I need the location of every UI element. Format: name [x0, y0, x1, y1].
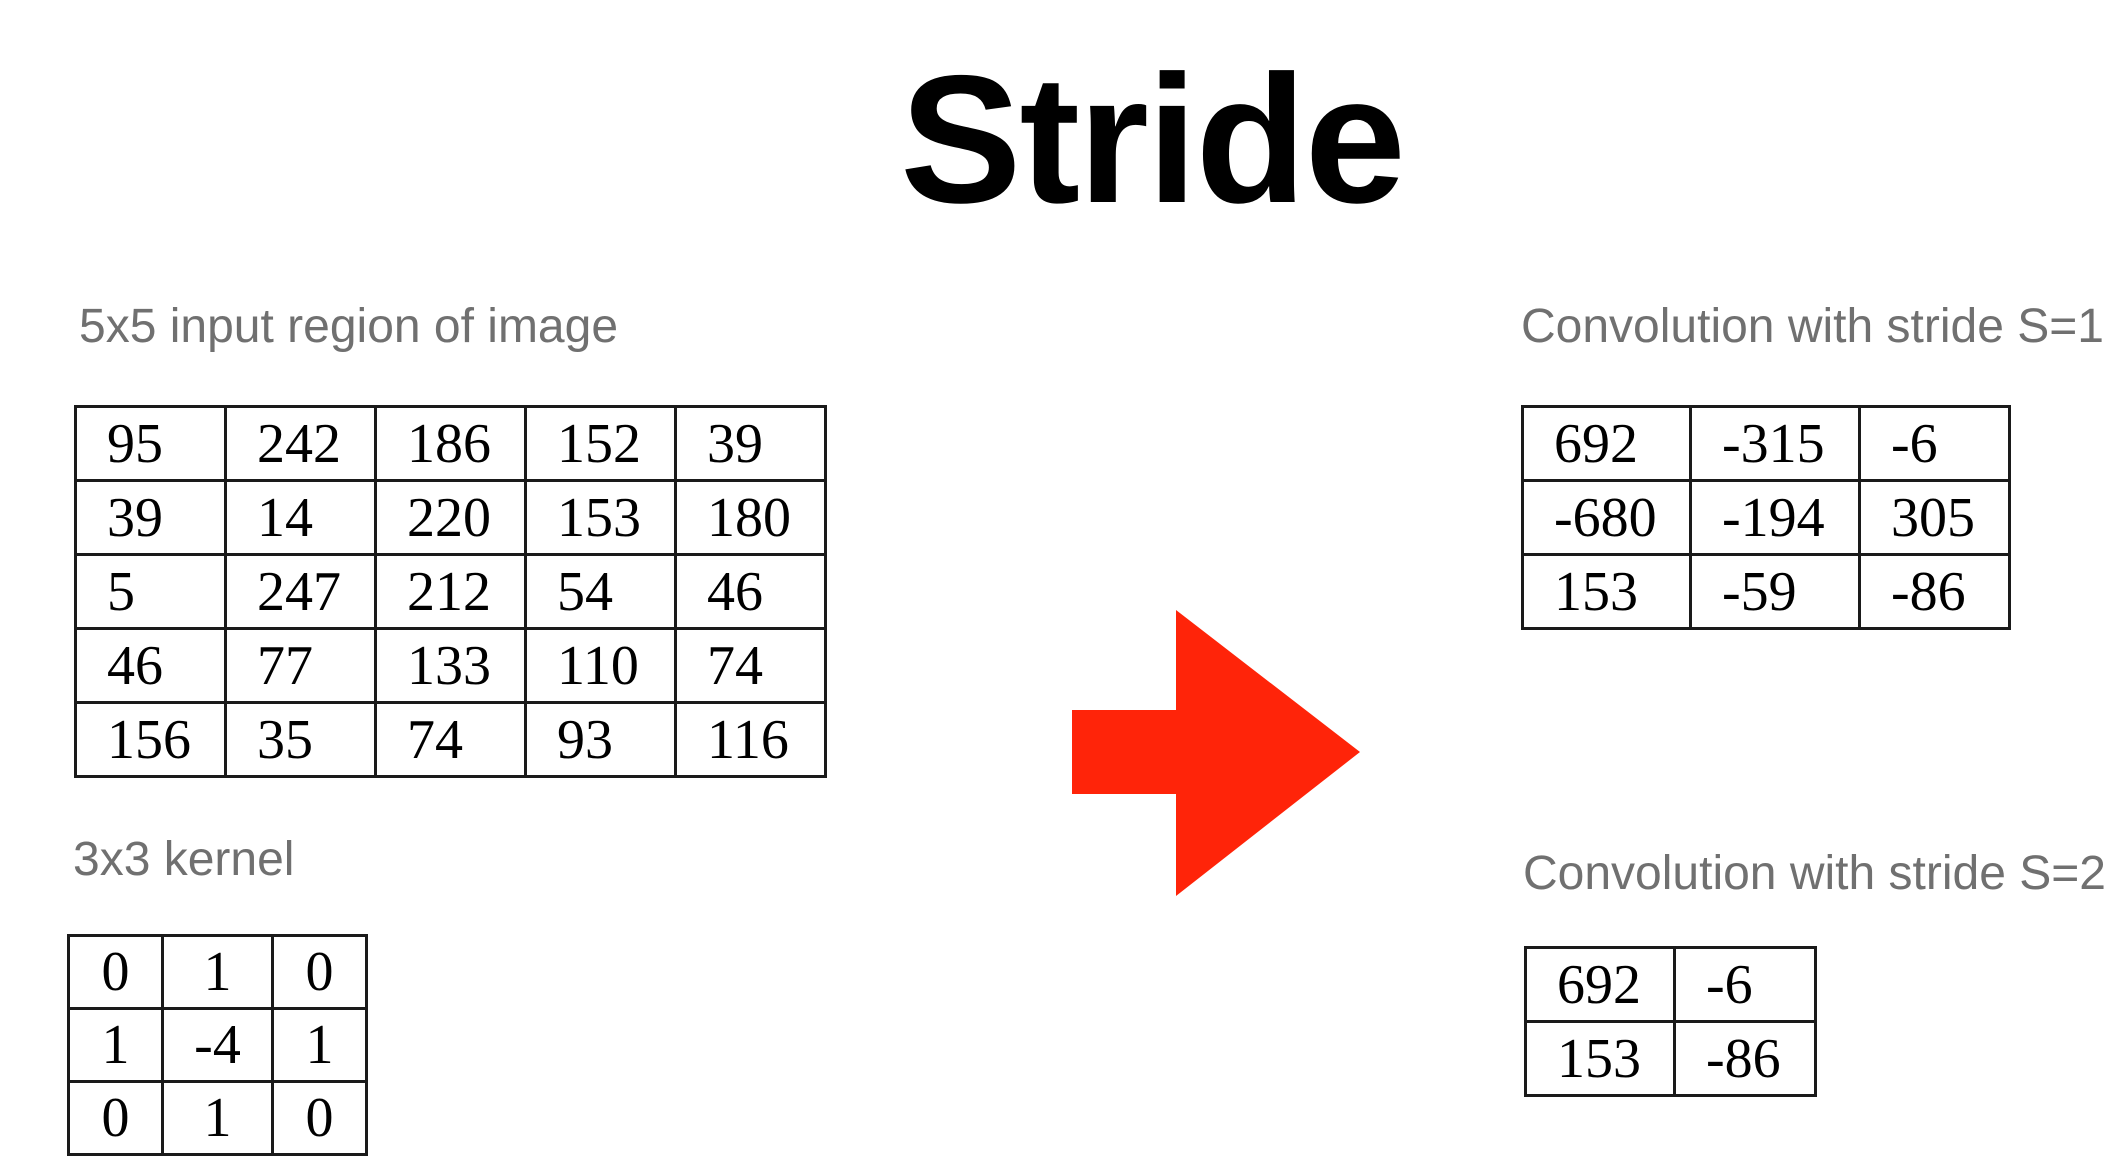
matrix-row: 0 1 0	[67, 1080, 368, 1156]
stride1-output-matrix: 692 -315 -6 -680 -194 305 153 -59 -86	[1521, 405, 2011, 630]
matrix-cell: 116	[674, 701, 827, 778]
matrix-cell: 35	[224, 701, 377, 778]
matrix-cell: 180	[674, 479, 827, 556]
matrix-cell: 1	[67, 1007, 164, 1083]
matrix-cell: -194	[1689, 479, 1861, 556]
matrix-cell: 212	[374, 553, 527, 630]
matrix-row: 156 35 74 93 116	[74, 701, 827, 778]
matrix-cell: 186	[374, 405, 527, 482]
matrix-row: 39 14 220 153 180	[74, 479, 827, 556]
matrix-cell: -86	[1673, 1020, 1817, 1097]
matrix-cell: 1	[161, 934, 274, 1010]
matrix-cell: 242	[224, 405, 377, 482]
matrix-row: 5 247 212 54 46	[74, 553, 827, 630]
matrix-cell: 54	[524, 553, 677, 630]
matrix-cell: 1	[161, 1080, 274, 1156]
matrix-cell: 0	[271, 1080, 368, 1156]
matrix-cell: 1	[271, 1007, 368, 1083]
matrix-row: 0 1 0	[67, 934, 368, 1010]
stride2-output-matrix: 692 -6 153 -86	[1524, 946, 1817, 1097]
matrix-cell: -4	[161, 1007, 274, 1083]
matrix-cell: 93	[524, 701, 677, 778]
matrix-row: -680 -194 305	[1521, 479, 2011, 556]
matrix-cell: -59	[1689, 553, 1861, 630]
matrix-row: 95 242 186 152 39	[74, 405, 827, 482]
matrix-cell: 14	[224, 479, 377, 556]
matrix-row: 153 -59 -86	[1521, 553, 2011, 630]
matrix-cell: 153	[524, 479, 677, 556]
matrix-cell: -6	[1673, 946, 1817, 1023]
matrix-cell: 153	[1521, 553, 1692, 630]
matrix-cell: 153	[1524, 1020, 1676, 1097]
input-caption: 5x5 input region of image	[79, 300, 619, 353]
matrix-cell: -680	[1521, 479, 1692, 556]
matrix-row: 153 -86	[1524, 1020, 1817, 1097]
matrix-cell: -6	[1858, 405, 2011, 482]
matrix-cell: -86	[1858, 553, 2011, 630]
stride1-caption: Convolution with stride S=1	[1521, 300, 2104, 353]
right-arrow-icon	[1072, 610, 1360, 896]
matrix-cell: 95	[74, 405, 227, 482]
matrix-row: 692 -315 -6	[1521, 405, 2011, 482]
matrix-cell: 305	[1858, 479, 2011, 556]
matrix-row: 1 -4 1	[67, 1007, 368, 1083]
page-title: Stride	[900, 37, 1406, 241]
matrix-cell: 156	[74, 701, 227, 778]
matrix-cell: 0	[67, 934, 164, 1010]
matrix-cell: 247	[224, 553, 377, 630]
matrix-cell: 0	[67, 1080, 164, 1156]
matrix-cell: -315	[1689, 405, 1861, 482]
matrix-row: 692 -6	[1524, 946, 1817, 1023]
stride2-caption: Convolution with stride S=2	[1523, 847, 2106, 900]
matrix-cell: 77	[224, 627, 377, 704]
input-matrix: 95 242 186 152 39 39 14 220 153 180 5 24…	[74, 405, 827, 778]
matrix-cell: 74	[674, 627, 827, 704]
matrix-cell: 692	[1521, 405, 1692, 482]
matrix-cell: 5	[74, 553, 227, 630]
matrix-cell: 692	[1524, 946, 1676, 1023]
matrix-cell: 46	[74, 627, 227, 704]
matrix-cell: 152	[524, 405, 677, 482]
matrix-cell: 39	[74, 479, 227, 556]
matrix-cell: 74	[374, 701, 527, 778]
kernel-caption: 3x3 kernel	[73, 833, 295, 886]
matrix-cell: 133	[374, 627, 527, 704]
arrow-shape	[1072, 610, 1360, 896]
matrix-cell: 0	[271, 934, 368, 1010]
matrix-cell: 110	[524, 627, 677, 704]
matrix-cell: 39	[674, 405, 827, 482]
matrix-cell: 220	[374, 479, 527, 556]
matrix-cell: 46	[674, 553, 827, 630]
matrix-row: 46 77 133 110 74	[74, 627, 827, 704]
kernel-matrix: 0 1 0 1 -4 1 0 1 0	[67, 934, 368, 1156]
